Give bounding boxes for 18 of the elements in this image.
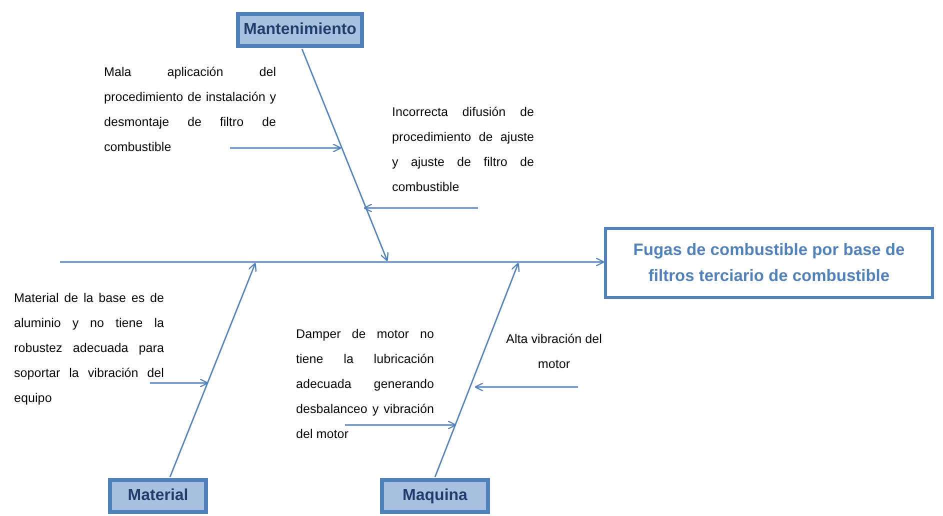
effect-box: Fugas de combustible por base de filtros terciario de combustible (604, 227, 934, 299)
cause-text: Material de la base es de aluminio y no tiene la robustez adecuada para soportar la vibración del equipo (14, 286, 164, 411)
arrow (345, 420, 456, 430)
cause-text: Incorrecta difusión de procedimiento de ajuste y ajuste de filtro de combustible (392, 100, 534, 200)
cause-text: Damper de motor no tiene la lubricación adecuada generando desbalanceo y vibración del motor (296, 322, 434, 447)
spine-arrow (60, 257, 604, 267)
arrow (364, 203, 478, 213)
arrow (301, 48, 389, 262)
arrow (150, 378, 208, 388)
cause-text: Mala aplicación del procedimiento de instalación y desmontaje de filtro de combustible (104, 60, 276, 160)
arrow (169, 262, 257, 478)
arrow (230, 143, 342, 153)
cause-text: Alta vibración del motor (502, 327, 606, 377)
category-box: Mantenimiento (236, 12, 364, 48)
category-box: Maquina (380, 478, 490, 514)
arrow (474, 382, 578, 392)
arrow (434, 262, 520, 478)
category-box: Material (108, 478, 208, 514)
